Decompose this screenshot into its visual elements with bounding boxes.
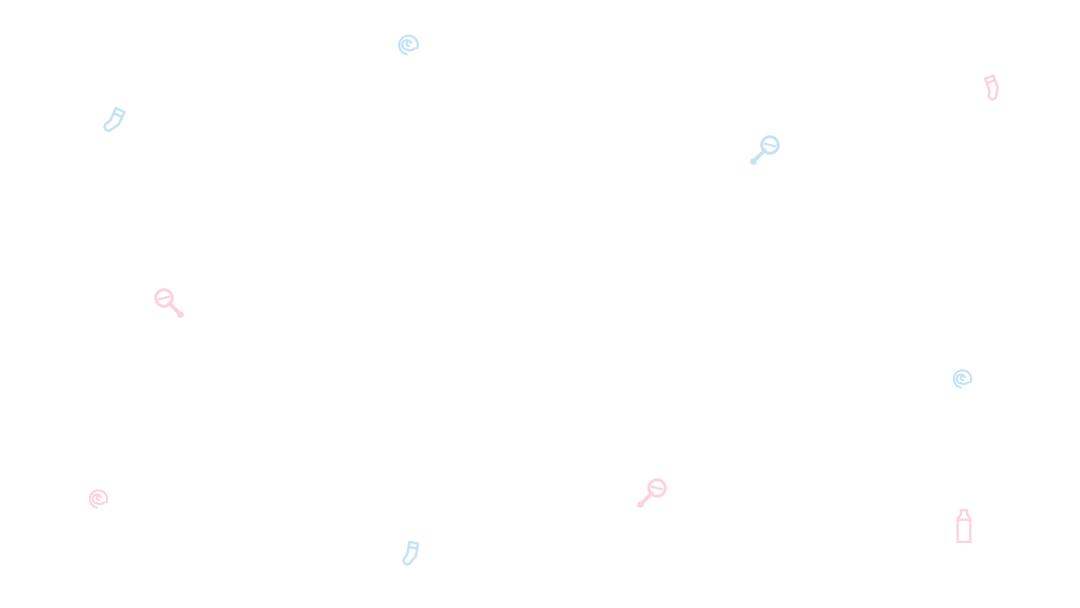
sock-icon bbox=[93, 101, 136, 144]
swirl-icon bbox=[395, 32, 423, 60]
rattle-icon bbox=[152, 286, 188, 322]
sock-icon bbox=[394, 538, 429, 573]
rattle-icon bbox=[746, 133, 782, 169]
swirl-icon bbox=[86, 487, 112, 513]
sock-icon bbox=[974, 70, 1012, 108]
swirl-icon bbox=[950, 367, 976, 393]
bottle-icon bbox=[945, 504, 983, 548]
rattle-icon bbox=[633, 476, 669, 512]
